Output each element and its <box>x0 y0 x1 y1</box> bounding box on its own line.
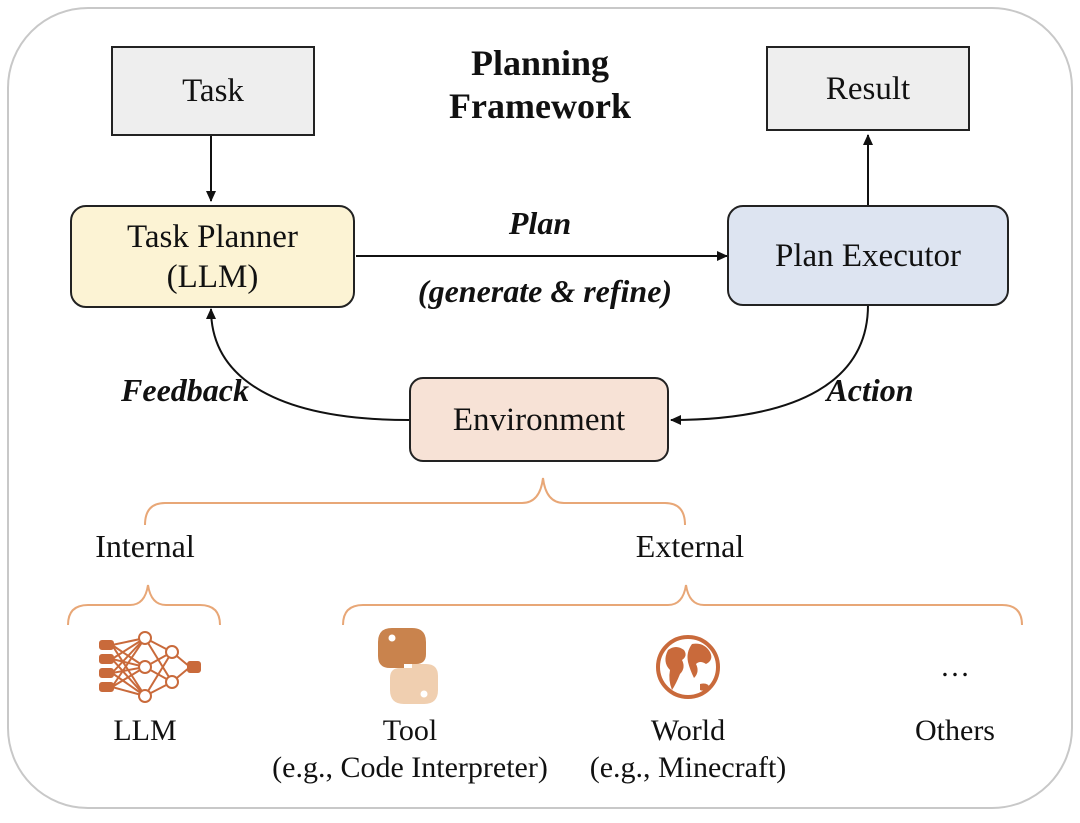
task-label: Task <box>182 73 244 109</box>
external-category-label: External <box>635 528 745 564</box>
external-brace <box>342 584 1023 626</box>
task-planner-label: Task Planner <box>127 218 298 255</box>
title-line-1: Planning <box>470 43 610 83</box>
world-item-example: (e.g., Minecraft) <box>589 751 787 784</box>
llm-item-label: LLM <box>113 714 177 747</box>
tool-item-example: (e.g., Code Interpreter) <box>272 751 548 784</box>
plan-edge-sublabel: (generate & refine) <box>417 273 673 309</box>
diagram-title: Planning Framework <box>400 42 680 128</box>
feedback-edge-label: Feedback <box>121 372 249 408</box>
python-icon <box>378 628 438 704</box>
plan-edge-label: Plan <box>508 205 572 241</box>
plan-executor-label: Plan Executor <box>774 237 962 274</box>
task-planner-sublabel: (LLM) <box>166 258 259 295</box>
environment-box: Environment <box>409 377 669 462</box>
ellipsis-icon: … <box>940 650 970 683</box>
title-line-2: Framework <box>449 86 631 126</box>
world-item: World (e.g., Minecraft) <box>568 712 808 786</box>
feedback-arrow <box>206 308 410 421</box>
world-item-label: World <box>650 714 726 747</box>
action-arrow <box>670 304 869 425</box>
action-edge-label: Action <box>826 372 914 408</box>
result-label: Result <box>825 70 911 107</box>
plan-executor-box: Plan Executor <box>727 205 1009 306</box>
tool-item: Tool (e.g., Code Interpreter) <box>250 712 570 786</box>
globe-icon <box>656 635 720 699</box>
neural-network-nodes <box>99 631 201 703</box>
others-item-label: Others <box>915 714 995 747</box>
environment-label: Environment <box>452 401 626 438</box>
internal-category-label: Internal <box>95 528 195 564</box>
internal-brace <box>67 584 221 626</box>
tool-item-label: Tool <box>382 714 438 747</box>
environment-brace <box>144 477 686 526</box>
task-box: Task <box>111 46 315 136</box>
task-planner-box: Task Planner (LLM) <box>70 205 355 308</box>
result-box: Result <box>766 46 970 131</box>
